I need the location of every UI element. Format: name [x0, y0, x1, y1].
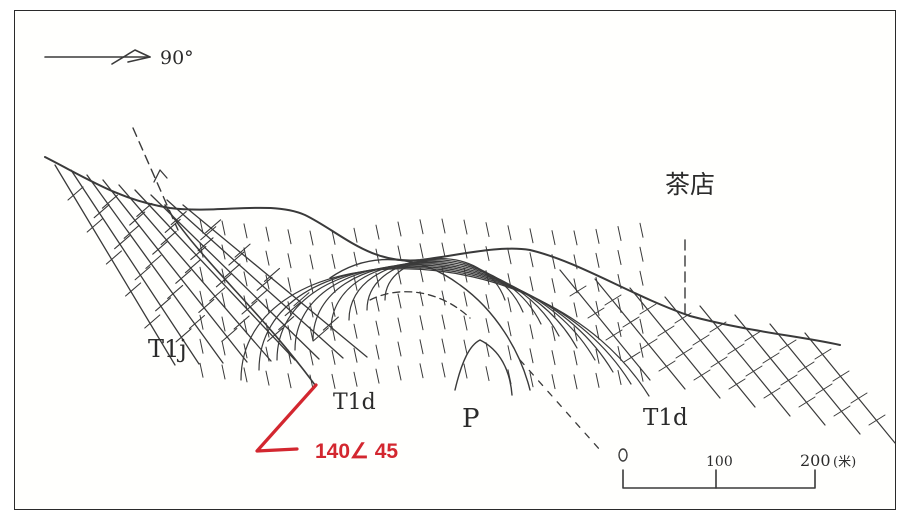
strata-pattern — [54, 164, 896, 444]
fold-core — [454, 339, 513, 396]
fault-dashed-right — [519, 359, 601, 451]
boundary-left — [164, 204, 316, 386]
place-name: 茶店 — [665, 170, 715, 199]
attitude-label: 140∠ 45 — [315, 440, 398, 463]
scale-bar — [618, 448, 816, 489]
north-arrow-icon — [44, 49, 151, 65]
formation-label-core: P — [462, 404, 480, 434]
fold-hinge-dashed — [369, 291, 471, 319]
scale-tick-100: 100 — [706, 454, 733, 470]
fault-arrow-icon — [153, 169, 168, 183]
formation-label-left-center: T1d — [333, 390, 376, 415]
scale-tick-200: 200 — [800, 451, 831, 470]
scale-unit: (米) — [833, 455, 856, 470]
formation-label-left: T1j — [148, 335, 187, 363]
formation-label-right: T1d — [643, 405, 688, 431]
fold-hinge-upper — [329, 258, 531, 391]
ground-surface — [44, 156, 841, 346]
orientation-label: 90° — [160, 47, 194, 69]
attitude-symbol-icon — [255, 383, 318, 453]
